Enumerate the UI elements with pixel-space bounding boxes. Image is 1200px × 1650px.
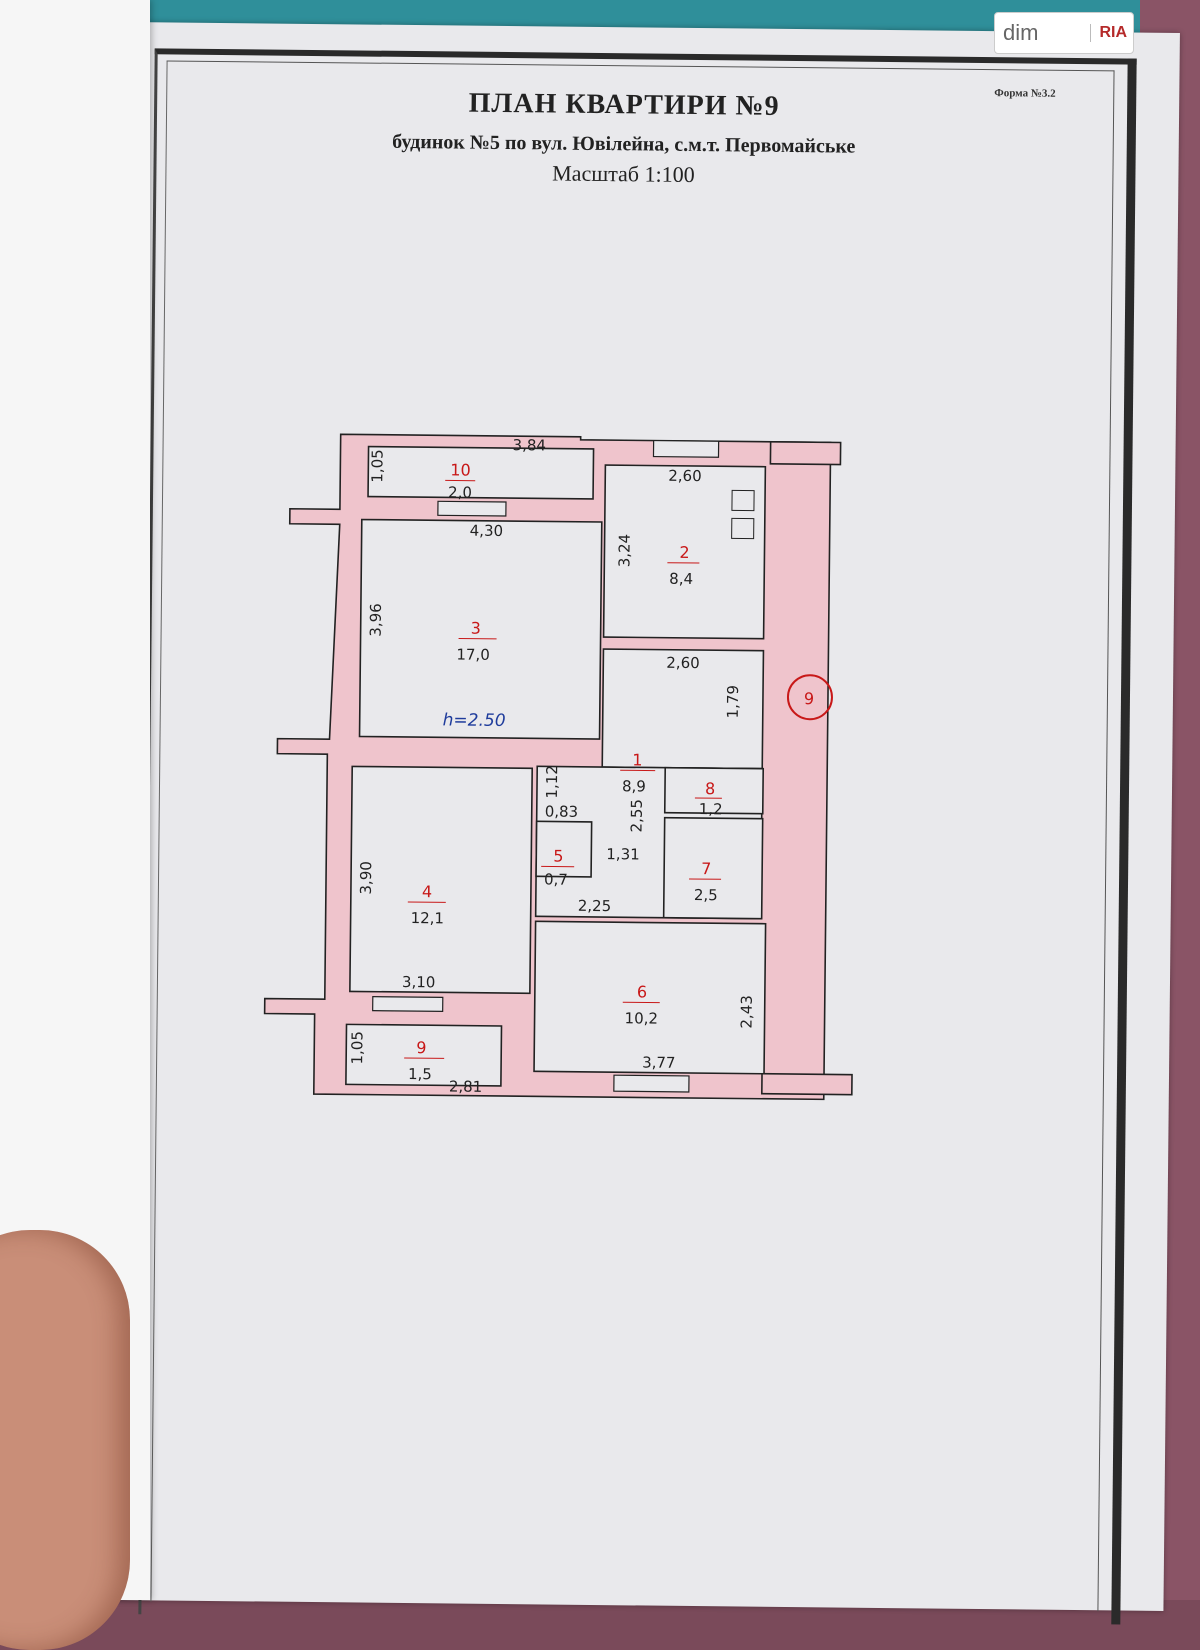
dim-1-05-top: 1,05	[368, 449, 386, 483]
watermark: dim RIA	[994, 12, 1134, 54]
room-1-number: 1	[632, 750, 642, 769]
dim-2-60-mid: 2,60	[666, 654, 700, 672]
dim-3-84: 3,84	[512, 436, 546, 454]
window-2	[653, 441, 718, 458]
room-3-number: 3	[471, 619, 481, 638]
room-6-number: 6	[637, 982, 647, 1001]
dim-2-25: 2,25	[578, 897, 612, 915]
apartment-mark: 9	[804, 689, 814, 708]
dim-1-31: 1,31	[606, 845, 640, 863]
window-6	[614, 1075, 689, 1092]
room-7-area: 2,5	[694, 886, 718, 904]
dim-3-90: 3,90	[357, 861, 375, 895]
room-4	[350, 766, 532, 993]
dim-2-60-top: 2,60	[668, 467, 702, 485]
dim-2-81: 2,81	[449, 1077, 483, 1095]
floor-plan: 9 10 2,0 2 8,4 3 17,0 1 8,9 8 1,2 7 2,5 …	[112, 22, 1125, 1232]
room-1-area: 8,9	[622, 777, 646, 795]
room-4-number: 4	[422, 882, 432, 901]
room-3-area: 17,0	[456, 646, 490, 664]
dim-3-96: 3,96	[367, 603, 385, 637]
room-6-area: 10,2	[625, 1009, 659, 1027]
room-9-area: 1,5	[408, 1065, 432, 1083]
room-10-number: 10	[450, 460, 471, 479]
wall-stub-top-right	[770, 442, 840, 465]
room-8-area: 1,2	[699, 800, 723, 818]
room-6	[534, 921, 766, 1073]
room-7-number: 7	[701, 859, 711, 878]
dim-1-79: 1,79	[724, 685, 742, 719]
watermark-dim: dim	[995, 20, 1046, 46]
dim-2-55: 2,55	[628, 799, 646, 833]
window-4	[373, 997, 443, 1012]
dim-0-83: 0,83	[545, 802, 579, 820]
dim-4-30: 4,30	[470, 522, 504, 540]
room-2-number: 2	[679, 543, 689, 562]
dim-1-05-bottom: 1,05	[348, 1031, 366, 1065]
room-8-number: 8	[705, 779, 715, 798]
room-4-area: 12,1	[411, 909, 445, 927]
ceiling-height: h=2.50	[443, 710, 506, 731]
room-5-area: 0,7	[544, 870, 568, 888]
dim-2-43: 2,43	[737, 995, 755, 1029]
thumb	[0, 1230, 130, 1650]
dim-3-10: 3,10	[402, 973, 436, 991]
document-page: Форма №3.2 ПЛАН КВАРТИРИ №9 будинок №5 п…	[108, 22, 1179, 1611]
dim-3-24: 3,24	[615, 534, 633, 568]
dim-1-12: 1,12	[543, 765, 561, 799]
room-5-number: 5	[553, 847, 563, 866]
room-10-area: 2,0	[448, 483, 472, 501]
room-9-number: 9	[416, 1038, 426, 1057]
wall-stub-bottom-right	[762, 1074, 852, 1095]
watermark-ria-logo: RIA	[1090, 24, 1127, 42]
room-2-area: 8,4	[669, 570, 693, 588]
window-3	[438, 501, 506, 516]
room-5	[536, 821, 592, 877]
dim-3-77: 3,77	[642, 1053, 676, 1071]
room-10	[368, 447, 594, 499]
